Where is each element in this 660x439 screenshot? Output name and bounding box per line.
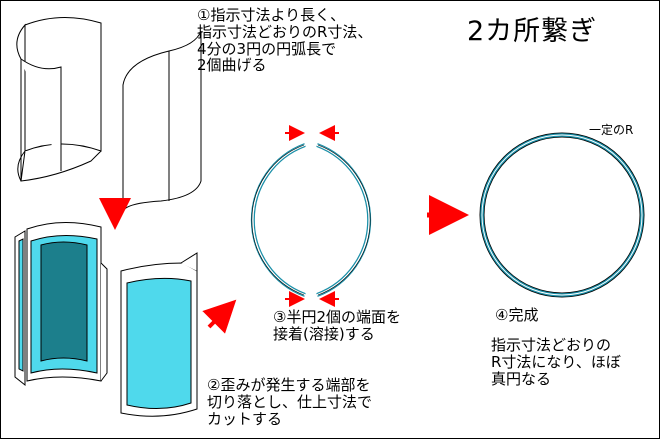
trimmed-cylinder-right xyxy=(120,252,198,417)
step2-text: ②歪みが発生する端部を 切り落とし、仕上寸法で カットする xyxy=(207,376,373,428)
bent-plate-left xyxy=(16,16,102,182)
step3-text: ③半円2個の端面を 接着(溶接)する xyxy=(273,308,401,343)
result-note: 指示寸法どおりの R寸法になり、ほぼ 真円なる xyxy=(491,336,621,388)
step4-text: ④完成 xyxy=(495,306,539,324)
page-title: 2カ所繋ぎ xyxy=(467,16,598,47)
radius-label: 一定のR xyxy=(589,123,634,137)
trimmed-cylinder-left xyxy=(14,221,108,387)
bent-plate-right xyxy=(122,30,202,212)
half-ring-pair xyxy=(250,143,372,297)
joint-arrows xyxy=(285,125,339,307)
step1-text: ①指示寸法より長く、 指示寸法どおりのR寸法、 4分の3円の円弧長で 2個曲げる xyxy=(197,6,373,75)
diagonal-arrow-icon xyxy=(202,299,237,334)
finished-ring xyxy=(479,132,645,298)
